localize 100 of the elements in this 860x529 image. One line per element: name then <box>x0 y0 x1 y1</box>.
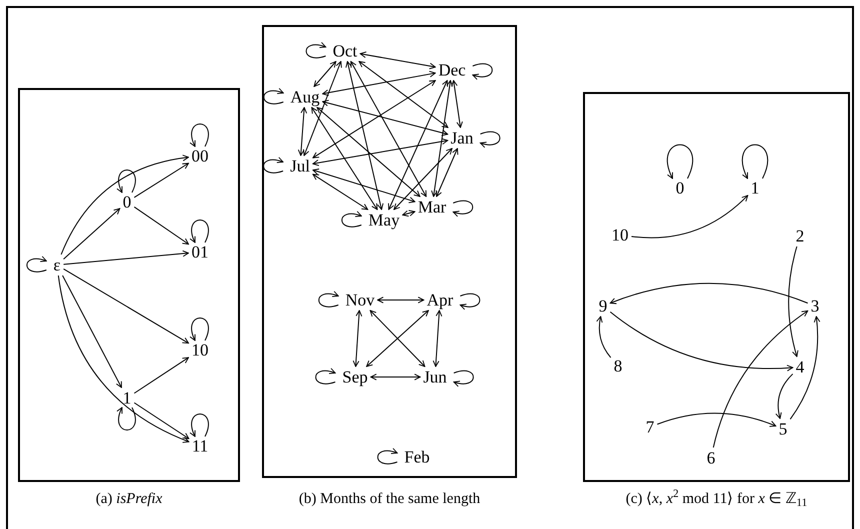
arrow <box>790 316 820 420</box>
node-label: 5 <box>778 420 788 438</box>
node-label: 0 <box>122 192 132 212</box>
arrow <box>346 61 384 210</box>
self-loop-arrow <box>460 293 480 310</box>
self-loop-arrow <box>263 88 284 104</box>
arrow <box>298 107 308 156</box>
self-loop-arrow <box>190 414 209 437</box>
arrow <box>377 296 424 304</box>
arrow <box>631 194 748 238</box>
subfigure-caption: (b) Months of the same length <box>298 490 480 509</box>
arrow <box>134 206 189 245</box>
arrow <box>322 70 436 96</box>
node-label: Jan <box>450 128 474 148</box>
node-label: 1 <box>750 178 760 198</box>
node-label: 2 <box>794 226 806 246</box>
self-loop-arrow <box>26 256 47 272</box>
node-label: 9 <box>598 296 608 316</box>
self-loop-arrow <box>742 144 768 179</box>
subfigure-caption: (c) ⟨x, x$^{2}$ mod 11⟩ for x ∈ ℤ$_{11}$ <box>626 490 808 509</box>
self-loop-arrow <box>116 407 136 430</box>
arrow <box>776 373 794 419</box>
panel-frame <box>262 25 517 478</box>
arrow <box>322 100 448 136</box>
arrow <box>712 310 808 448</box>
arrow <box>303 61 342 156</box>
arrow <box>370 374 421 380</box>
arrow <box>431 80 453 197</box>
arrow <box>134 357 189 394</box>
self-loop-arrow <box>472 63 493 80</box>
self-loop-arrow <box>452 200 474 217</box>
arrow <box>62 275 122 388</box>
arrow <box>352 310 362 367</box>
arrow <box>358 61 448 128</box>
arrow <box>314 61 336 87</box>
arrow <box>402 210 416 217</box>
node-label: 6 <box>706 448 716 468</box>
node-label: 1 <box>122 388 132 408</box>
arrow <box>316 107 420 197</box>
node-label: 10 <box>610 226 630 244</box>
arrow <box>134 162 189 198</box>
node-label: Feb <box>403 448 431 466</box>
node-label: Oct <box>332 42 358 60</box>
self-loop-arrow <box>666 144 694 179</box>
panel-frame <box>18 88 240 482</box>
self-loop-arrow <box>315 368 336 384</box>
panel-frame <box>583 92 850 482</box>
arrow <box>610 311 794 372</box>
node-label: 8 <box>612 356 624 376</box>
node-label: 3 <box>810 296 820 316</box>
self-loop-arrow <box>263 157 284 174</box>
self-loop-arrow <box>453 370 474 387</box>
arrow <box>350 61 427 197</box>
node-label: ε <box>52 256 62 274</box>
node-label: 0 <box>674 178 686 198</box>
arrow <box>312 168 416 204</box>
node-label: Jun <box>422 368 448 386</box>
arrow <box>312 80 436 158</box>
arrow <box>436 148 458 197</box>
arrow <box>788 246 799 357</box>
self-loop-arrow <box>480 131 500 148</box>
arrow <box>63 208 120 260</box>
node-label: Apr <box>426 290 454 310</box>
node-label: Aug <box>289 88 321 106</box>
arrow <box>134 402 190 440</box>
node-label: 00 <box>190 146 210 166</box>
arrow <box>451 80 463 128</box>
arrow <box>388 80 448 210</box>
self-loop-arrow <box>377 448 398 464</box>
node-label: 11 <box>190 436 210 456</box>
node-label: Sep <box>341 368 369 386</box>
arrow <box>311 107 378 210</box>
self-loop-arrow <box>341 211 362 228</box>
node-label: 4 <box>794 358 806 376</box>
arrow <box>60 154 189 255</box>
node-label: Jul <box>289 156 311 176</box>
arrow <box>432 310 442 367</box>
arrow <box>360 51 436 70</box>
self-loop-arrow <box>116 170 136 193</box>
node-label: Nov <box>344 290 376 310</box>
self-loop-arrow <box>306 42 326 58</box>
arrow <box>394 148 452 210</box>
arrow <box>656 412 776 428</box>
arrow <box>63 268 189 344</box>
arrow <box>58 275 190 443</box>
node-label: Mar <box>416 198 448 216</box>
subfigure-caption: (a) isPrefix <box>96 490 162 509</box>
node-label: 10 <box>190 340 210 360</box>
arrow <box>596 316 612 358</box>
node-label: Dec <box>437 60 467 80</box>
arrow <box>63 250 189 265</box>
arrow <box>312 174 368 210</box>
self-loop-arrow <box>190 220 209 243</box>
node-label: 01 <box>190 242 210 262</box>
self-loop-arrow <box>318 291 339 308</box>
node-label: May <box>367 210 401 230</box>
self-loop-arrow <box>190 124 209 147</box>
self-loop-arrow <box>190 318 209 341</box>
arrow <box>312 138 448 166</box>
arrow <box>610 282 808 304</box>
